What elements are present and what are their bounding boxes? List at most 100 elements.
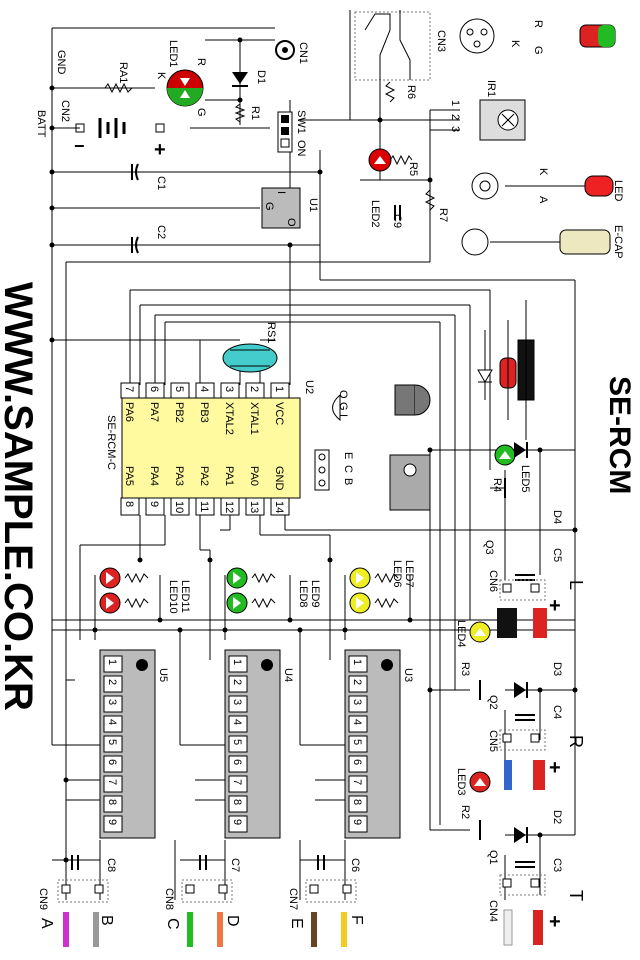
svg-text:PB2: PB2 <box>173 402 185 423</box>
svg-text:LED4: LED4 <box>455 620 467 648</box>
svg-text:CN7: CN7 <box>287 888 299 910</box>
svg-text:K: K <box>155 72 167 80</box>
svg-text:PA3: PA3 <box>173 466 185 486</box>
svg-text:6: 6 <box>106 759 118 765</box>
svg-text:PA1: PA1 <box>223 466 235 486</box>
svg-text:+: + <box>549 911 561 933</box>
svg-text:LED10: LED10 <box>167 580 179 614</box>
svg-text:O: O <box>337 390 349 399</box>
svg-text:9: 9 <box>106 819 118 825</box>
svg-text:6: 6 <box>351 759 363 765</box>
svg-text:7: 7 <box>123 386 135 392</box>
svg-text:O: O <box>285 218 297 227</box>
svg-text:PA7: PA7 <box>148 402 160 422</box>
svg-text:CN9: CN9 <box>37 888 49 910</box>
svg-text:R2: R2 <box>459 805 471 819</box>
svg-text:LED3: LED3 <box>455 768 467 796</box>
svg-text:G: G <box>263 202 275 211</box>
resistor-r5: R5 <box>389 154 419 176</box>
svg-text:E: E <box>288 918 305 929</box>
svg-text:G: G <box>195 108 207 117</box>
svg-text:C: C <box>164 918 181 930</box>
svg-text:D2: D2 <box>551 810 563 824</box>
svg-text:D3: D3 <box>551 662 563 676</box>
led5-green-icon: LED5 <box>494 444 531 493</box>
svg-text:Q1: Q1 <box>487 850 499 865</box>
svg-text:R: R <box>532 20 544 28</box>
svg-text:CN3: CN3 <box>435 30 447 52</box>
svg-text:6: 6 <box>231 759 243 765</box>
svg-text:C1: C1 <box>155 176 167 190</box>
svg-text:5: 5 <box>351 739 363 745</box>
capacitor-c5: C5 <box>515 548 563 581</box>
svg-text:RS1: RS1 <box>265 322 277 343</box>
svg-text:CN8: CN8 <box>163 888 175 910</box>
svg-text:4: 4 <box>106 719 118 725</box>
cn3-connector: CN3 <box>354 10 447 81</box>
svg-text:R6: R6 <box>405 85 417 99</box>
capacitor-c6: C6 <box>317 855 361 872</box>
svg-text:1: 1 <box>106 659 118 665</box>
legend-diodes <box>477 300 535 440</box>
cn7-connector: CN7 E F <box>287 879 365 947</box>
capacitor-c4: C4 <box>515 705 563 721</box>
svg-text:U1: U1 <box>307 198 319 212</box>
svg-text:XTAL2: XTAL2 <box>223 402 235 435</box>
website-text: WWW.SAMPLE.CO.KR <box>0 282 40 711</box>
svg-text:9: 9 <box>351 819 363 825</box>
svg-text:E: E <box>342 452 354 459</box>
svg-text:U5: U5 <box>157 668 169 682</box>
svg-text:R5: R5 <box>407 162 419 176</box>
resistor-r6: R6 <box>384 81 417 103</box>
svg-text:I: I <box>275 191 287 194</box>
driver-pin: 9 <box>348 815 368 833</box>
capacitor-c3: C3 <box>515 858 563 872</box>
transistor-q1: R2 Q1 <box>459 805 499 865</box>
chip-bottom-pin: 12 PA1 <box>220 466 240 516</box>
driver-pin: 5 <box>103 735 123 753</box>
driver-pin: 1 <box>348 655 368 673</box>
svg-text:+: + <box>549 595 561 617</box>
svg-text:U4: U4 <box>282 668 294 682</box>
svg-text:9: 9 <box>148 501 160 507</box>
svg-text:LED6: LED6 <box>391 560 403 588</box>
svg-text:CN6: CN6 <box>487 570 499 592</box>
svg-text:PA2: PA2 <box>198 466 210 486</box>
driver-pin: 6 <box>228 755 248 773</box>
svg-text:8: 8 <box>106 799 118 805</box>
battery-icon: − + <box>74 118 166 161</box>
svg-text:D4: D4 <box>551 510 563 524</box>
diode-d2-icon: D2 <box>514 810 563 843</box>
svg-text:5: 5 <box>173 386 185 392</box>
svg-text:C7: C7 <box>229 858 241 872</box>
svg-text:PB3: PB3 <box>198 402 210 423</box>
svg-text:GND: GND <box>273 466 285 491</box>
legend-led: LED K A <box>471 168 624 204</box>
svg-text:LED5: LED5 <box>519 465 531 493</box>
driver-pin: 2 <box>228 675 248 693</box>
model-title: SE-RCM <box>603 376 636 494</box>
resistor-r7: R7 <box>424 189 449 222</box>
svg-text:11: 11 <box>198 501 210 512</box>
svg-text:C6: C6 <box>349 858 361 872</box>
svg-text:L: L <box>566 580 586 590</box>
led3-red-icon: LED3 <box>455 768 491 796</box>
svg-text:7: 7 <box>351 779 363 785</box>
driver-pin: 3 <box>348 695 368 713</box>
svg-text:1: 1 <box>351 659 363 665</box>
cn8-connector: CN8 C D <box>163 879 241 947</box>
capacitor-c2: C2 <box>131 225 167 254</box>
capacitor-c7: C7 <box>199 855 241 872</box>
driver-pin: 8 <box>228 795 248 813</box>
gnd-label: GND <box>55 50 67 75</box>
svg-text:LED7: LED7 <box>403 560 415 588</box>
main-chip-u2: SE-RCM-C U2 <box>105 380 315 499</box>
svg-text:10: 10 <box>173 501 185 513</box>
svg-text:CN1: CN1 <box>297 42 309 64</box>
svg-text:12: 12 <box>223 501 235 513</box>
